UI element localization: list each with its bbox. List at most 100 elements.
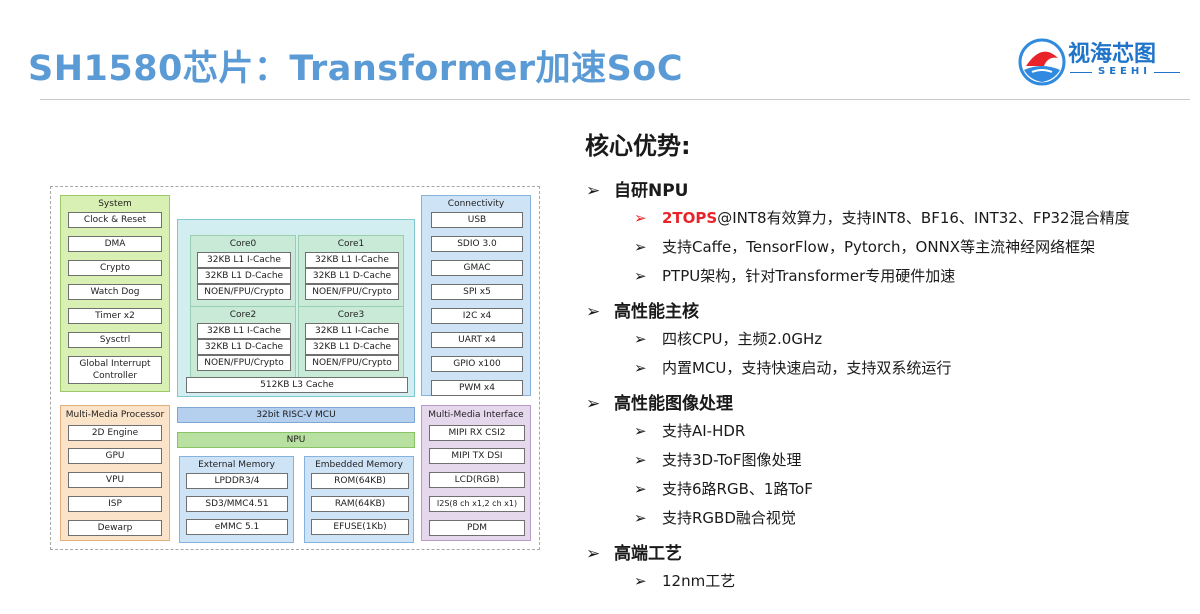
connectivity-block: Connectivity USB SDIO 3.0 GMAC SPI x5 I2… <box>421 195 531 396</box>
list-item: ➢ 支持6路RGB、1路ToF <box>634 478 813 499</box>
connectivity-item: UART x4 <box>431 332 523 348</box>
arrow-icon: ➢ <box>586 181 601 201</box>
logo-name: 视海芯图 <box>1068 42 1157 67</box>
arrow-icon: ➢ <box>634 267 647 285</box>
section-label: 高性能图像处理 <box>614 394 733 414</box>
list-item: ➢ 内置MCU，支持快速启动，支持双系统运行 <box>634 357 951 378</box>
core-item: NOEN/FPU/Crypto <box>197 284 291 300</box>
mmp-item: 2D Engine <box>68 425 162 441</box>
embedded-memory-block: Embedded Memory ROM(64KB) RAM(64KB) EFUS… <box>304 456 414 543</box>
core-item: NOEN/FPU/Crypto <box>197 355 291 371</box>
emb-mem-item: EFUSE(1Kb) <box>311 519 409 535</box>
core1-block: Core1 32KB L1 I-Cache 32KB L1 D-Cache NO… <box>298 235 404 316</box>
core-title: Core1 <box>337 239 365 249</box>
core-item: 32KB L1 I-Cache <box>305 252 399 268</box>
multimedia-interface-block: Multi-Media Interface MIPI RX CSI2 MIPI … <box>421 405 531 541</box>
title-divider <box>40 99 1190 100</box>
list-item: ➢ 2TOPS@INT8有效算力，支持INT8、BF16、INT32、FP32混合… <box>634 207 1130 228</box>
ext-mem-title: External Memory <box>198 460 275 470</box>
core-item: 32KB L1 D-Cache <box>305 339 399 355</box>
npu-bar: NPU <box>177 432 415 448</box>
arrow-icon: ➢ <box>634 238 647 256</box>
multimedia-processor-block: Multi-Media Processor 2D Engine GPU VPU … <box>60 405 170 541</box>
mmi-item: PDM <box>429 520 525 536</box>
list-item: ➢支持3D-ToF图像处理 <box>634 449 802 470</box>
connectivity-item: GMAC <box>431 260 523 276</box>
mmp-title: Multi-Media Processor <box>65 410 165 420</box>
connectivity-item: PWM x4 <box>431 380 523 396</box>
list-item: ➢12nm工艺 <box>634 570 735 591</box>
mmi-item: MIPI TX DSI <box>429 448 525 464</box>
mmp-item: Dewarp <box>68 520 162 536</box>
emb-mem-title: Embedded Memory <box>315 460 403 470</box>
item-text: 支持Caffe，TensorFlow，Pytorch，ONNX等主流神经网络框架 <box>662 238 1096 256</box>
section-label: 自研NPU <box>614 181 689 201</box>
item-text: 内置MCU，支持快速启动，支持双系统运行 <box>662 359 952 377</box>
arrow-icon: ➢ <box>634 359 647 377</box>
core-title: Core0 <box>229 239 257 249</box>
connectivity-item: USB <box>431 212 523 228</box>
system-item: Timer x2 <box>68 308 162 324</box>
core-item: 32KB L1 I-Cache <box>197 323 291 339</box>
mmi-item: MIPI RX CSI2 <box>429 425 525 441</box>
highlight-value: 2TOPS <box>662 209 718 227</box>
core-item: 32KB L1 I-Cache <box>197 252 291 268</box>
cpu-cluster: Core0 32KB L1 I-Cache 32KB L1 D-Cache NO… <box>177 219 415 397</box>
arrow-icon: ➢ <box>634 509 647 527</box>
core-item: NOEN/FPU/Crypto <box>305 355 399 371</box>
core-item: 32KB L1 D-Cache <box>305 268 399 284</box>
connectivity-item: I2C x4 <box>431 308 523 324</box>
arrow-icon: ➢ <box>586 394 601 414</box>
emb-mem-item: ROM(64KB) <box>311 473 409 489</box>
section-title: ➢ 高性能图像处理 <box>586 389 733 414</box>
core-item: NOEN/FPU/Crypto <box>305 284 399 300</box>
advantages-heading: 核心优势: <box>585 132 691 160</box>
core2-block: Core2 32KB L1 I-Cache 32KB L1 D-Cache NO… <box>190 306 296 387</box>
mmp-item: VPU <box>68 472 162 488</box>
item-text: @INT8有效算力，支持INT8、BF16、INT32、FP32混合精度 <box>717 209 1130 227</box>
core3-block: Core3 32KB L1 I-Cache 32KB L1 D-Cache NO… <box>298 306 404 387</box>
page-title: SH1580芯片：Transformer加速SoC <box>28 49 684 89</box>
mcu-bar: 32bit RISC-V MCU <box>177 407 415 423</box>
soc-block-diagram: System Clock & Reset DMA Crypto Watch Do… <box>50 186 540 550</box>
core-item: 32KB L1 D-Cache <box>197 268 291 284</box>
mmp-item: GPU <box>68 448 162 464</box>
shark-logo-icon <box>1018 38 1066 86</box>
item-text: 12nm工艺 <box>662 572 736 590</box>
external-memory-block: External Memory LPDDR3/4 SD3/MMC4.51 eMM… <box>179 456 294 543</box>
section-title: ➢高端工艺 <box>586 539 682 564</box>
section-title: ➢ 自研NPU <box>586 176 689 201</box>
system-item: Watch Dog <box>68 284 162 300</box>
list-item: ➢支持RGBD融合视觉 <box>634 507 796 528</box>
list-item: ➢PTPU架构，针对Transformer专用硬件加速 <box>634 265 955 286</box>
arrow-icon: ➢ <box>634 422 647 440</box>
system-item: Global Interrupt Controller <box>68 356 162 384</box>
logo-rule-right <box>1154 72 1180 73</box>
core0-block: Core0 32KB L1 I-Cache 32KB L1 D-Cache NO… <box>190 235 296 316</box>
item-text: 四核CPU，主频2.0GHz <box>662 330 823 348</box>
system-title: System <box>98 199 132 209</box>
arrow-icon: ➢ <box>586 302 601 322</box>
core-item: 32KB L1 D-Cache <box>197 339 291 355</box>
arrow-icon: ➢ <box>634 480 647 498</box>
mmi-item: LCD(RGB) <box>429 472 525 488</box>
item-text: 支持6路RGB、1路ToF <box>662 480 813 498</box>
list-item: ➢ 四核CPU，主频2.0GHz <box>634 328 822 349</box>
system-item: DMA <box>68 236 162 252</box>
core-item: 32KB L1 I-Cache <box>305 323 399 339</box>
system-item: Sysctrl <box>68 332 162 348</box>
system-item: Clock & Reset <box>68 212 162 228</box>
mmi-item: I2S(8 ch x1,2 ch x1) <box>429 496 525 512</box>
system-item: Crypto <box>68 260 162 276</box>
section-label: 高端工艺 <box>614 544 682 564</box>
connectivity-item: SDIO 3.0 <box>431 236 523 252</box>
item-text: 支持AI-HDR <box>662 422 746 440</box>
company-logo: 视海芯图 SEEHI <box>1018 34 1188 90</box>
l3-cache: 512KB L3 Cache <box>186 377 408 393</box>
arrow-icon: ➢ <box>634 330 647 348</box>
connectivity-title: Connectivity <box>447 199 505 209</box>
ext-mem-item: eMMC 5.1 <box>186 519 288 535</box>
connectivity-item: SPI x5 <box>431 284 523 300</box>
arrow-icon: ➢ <box>634 209 647 227</box>
item-text: 支持3D-ToF图像处理 <box>662 451 802 469</box>
